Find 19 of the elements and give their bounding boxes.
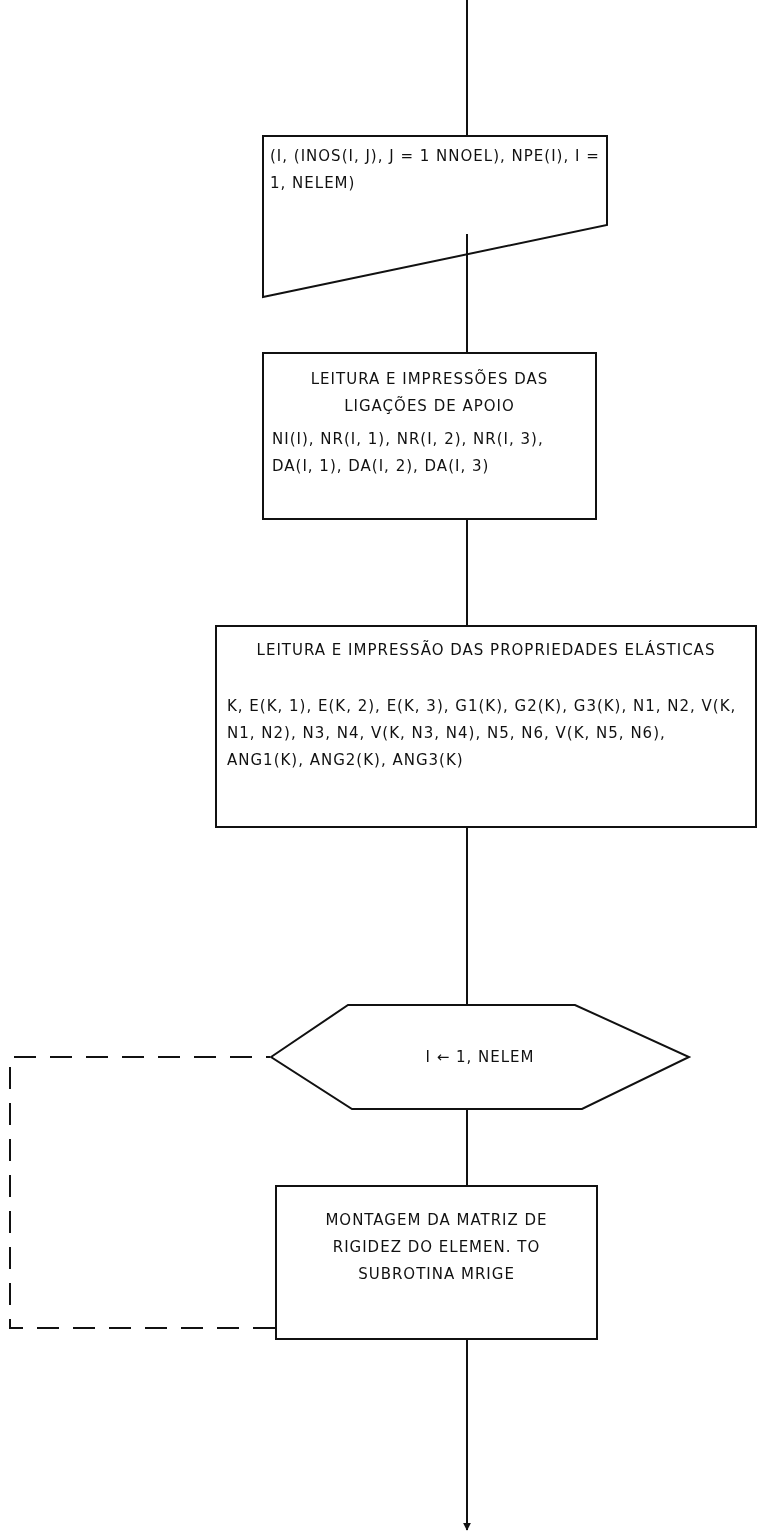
heading-text: LEITURA E IMPRESSÕES DAS LIGAÇÕES DE APOIO bbox=[309, 368, 550, 417]
node-text: MONTAGEM DA MATRIZ DE RIGIDEZ DO ELEMEN. TO SUBROTINA MRIGE bbox=[324, 1210, 549, 1285]
node-text: K, E(K, 1), E(K, 2), E(K, 3), G1(K), G2(K), G3(K), N1, N2, V(K, N1, N2), N3, N4, V(K, N3, N4), N5, N6, V(K, N5, N6), ANG1(K), ANG2(K), ANG3(K) bbox=[226, 696, 738, 771]
connector-line bbox=[466, 0, 468, 136]
arrow bbox=[463, 1339, 471, 1531]
node-text: (I, (INOS(I, J), J = 1 NNOEL), NPE(I), I = 1, NELEM) bbox=[269, 146, 601, 194]
connector-line bbox=[466, 1109, 468, 1186]
heading-text: LEITURA E IMPRESSÃO DAS PROPRIEDADES ELÁSTICAS bbox=[255, 639, 717, 661]
connector-line bbox=[466, 233, 468, 353]
node-text: I ← 1, NELEM bbox=[424, 1047, 536, 1068]
process-box bbox=[262, 352, 597, 520]
connector-line bbox=[9, 1056, 276, 1329]
loop-hexagon bbox=[270, 1004, 690, 1110]
process-box bbox=[215, 625, 757, 828]
connector-line bbox=[466, 519, 468, 626]
process-box bbox=[275, 1185, 598, 1340]
manual-input-shape bbox=[262, 135, 608, 298]
connector-line bbox=[466, 827, 468, 1005]
node-text: NI(I), NR(I, 1), NR(I, 2), NR(I, 3), DA(I, 1), DA(I, 2), DA(I, 3) bbox=[271, 429, 545, 477]
